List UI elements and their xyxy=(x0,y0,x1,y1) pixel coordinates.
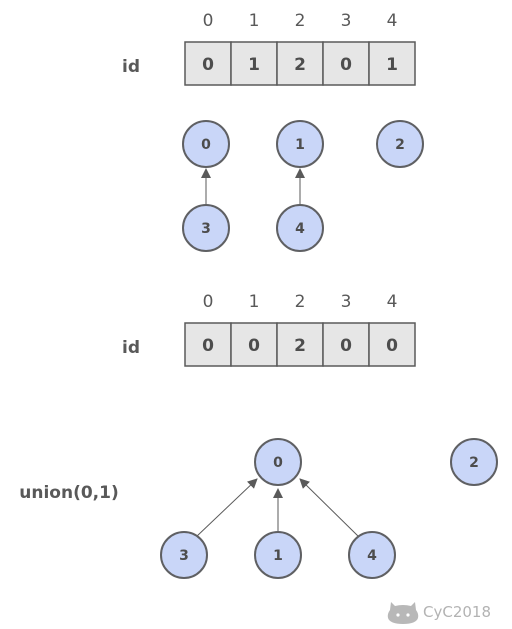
bottom-index-row: 0 1 2 3 4 xyxy=(203,292,398,312)
tree-node-label: 1 xyxy=(273,548,283,564)
octocat-icon xyxy=(387,602,419,624)
tree-node xyxy=(182,204,230,252)
tree-node-label: 2 xyxy=(395,137,405,153)
watermark: CyC2018 xyxy=(387,602,491,624)
tree-node xyxy=(348,531,396,579)
tree-node-label: 3 xyxy=(201,221,211,237)
tree-node-label: 1 xyxy=(295,137,305,153)
tree-node xyxy=(276,204,324,252)
array-cell-value: 0 xyxy=(340,336,352,356)
tree-node xyxy=(450,438,498,486)
top-id-array: 0 1 2 0 1 xyxy=(184,41,416,86)
index-label: 1 xyxy=(249,11,260,31)
bottom-id-array: 0 0 2 0 0 xyxy=(184,322,416,367)
tree-node xyxy=(276,120,324,168)
array-cell xyxy=(230,322,278,367)
top-tree: 0 1 2 3 4 xyxy=(182,120,424,252)
tree-node xyxy=(376,120,424,168)
watermark-text: CyC2018 xyxy=(423,603,491,621)
array-cell xyxy=(276,322,324,367)
index-label: 3 xyxy=(341,11,352,31)
tree-node-label: 0 xyxy=(201,137,211,153)
array-cell-value: 0 xyxy=(202,336,214,356)
tree-edge xyxy=(195,478,258,538)
index-label: 4 xyxy=(387,11,398,31)
index-label: 4 xyxy=(387,292,398,312)
array-cell xyxy=(230,41,278,86)
index-label: 2 xyxy=(295,292,306,312)
array-cell-value: 0 xyxy=(248,336,260,356)
array-cell-value: 0 xyxy=(202,55,214,75)
array-cell xyxy=(368,322,416,367)
array-label: id xyxy=(122,57,140,77)
array-cell xyxy=(276,41,324,86)
index-label: 2 xyxy=(295,11,306,31)
array-cell-value: 0 xyxy=(340,55,352,75)
array-cell-value: 2 xyxy=(294,55,306,75)
index-label: 3 xyxy=(341,292,352,312)
operation-label: union(0,1) xyxy=(19,483,118,503)
tree-node xyxy=(254,531,302,579)
tree-node-label: 0 xyxy=(273,455,283,471)
array-cell-value: 0 xyxy=(386,336,398,356)
array-cell xyxy=(184,41,232,86)
array-cell xyxy=(368,41,416,86)
tree-node-label: 4 xyxy=(295,221,305,237)
tree-node xyxy=(160,531,208,579)
tree-node-label: 2 xyxy=(469,455,479,471)
top-index-row: 0 1 2 3 4 xyxy=(203,11,398,31)
tree-edge xyxy=(299,478,360,538)
array-cell xyxy=(322,322,370,367)
tree-node-label: 3 xyxy=(179,548,189,564)
index-label: 1 xyxy=(249,292,260,312)
array-cell-value: 2 xyxy=(294,336,306,356)
bottom-tree: 0 2 3 1 4 xyxy=(160,438,498,579)
tree-node xyxy=(182,120,230,168)
array-cell-value: 1 xyxy=(386,55,398,75)
array-label: id xyxy=(122,338,140,358)
tree-node xyxy=(254,438,302,486)
index-label: 0 xyxy=(203,11,214,31)
index-label: 0 xyxy=(203,292,214,312)
tree-node-label: 4 xyxy=(367,548,377,564)
array-cell-value: 1 xyxy=(248,55,260,75)
